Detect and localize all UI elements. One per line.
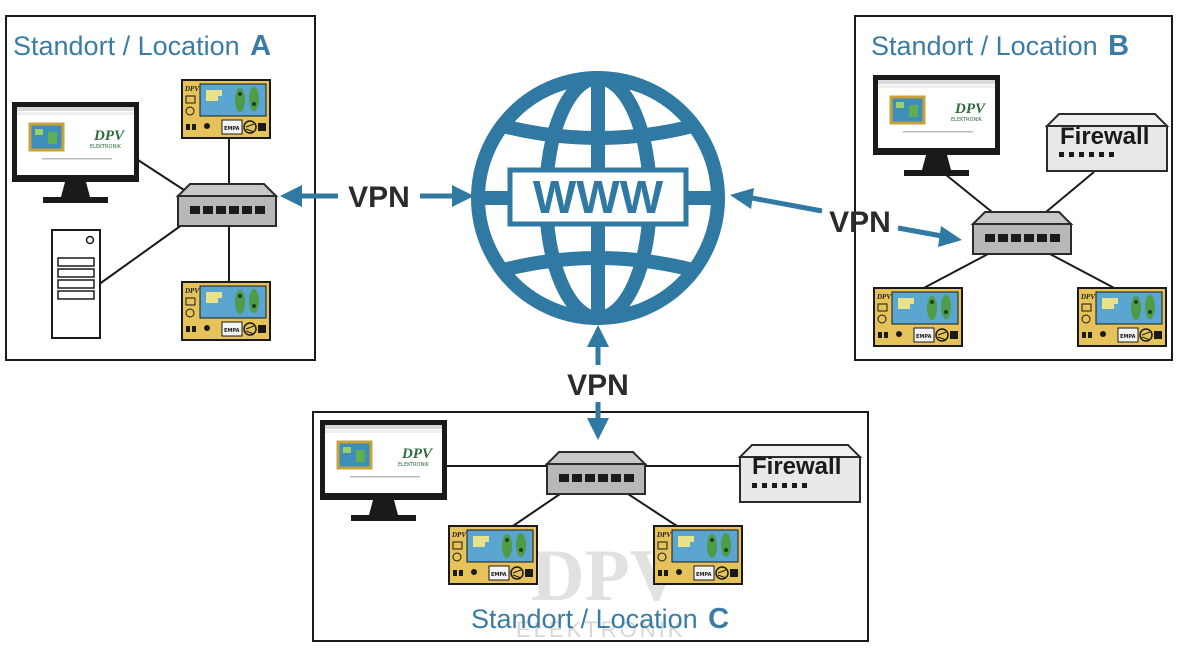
vpn-label-c: VPN bbox=[567, 369, 629, 402]
location-b: Standort / Location B Firewall bbox=[854, 15, 1173, 361]
vpn-link-c: VPN bbox=[567, 325, 629, 440]
location-c-frame bbox=[312, 411, 869, 642]
location-a-links bbox=[97, 138, 230, 286]
www-label: WWW bbox=[533, 171, 664, 223]
control-panel-c-right bbox=[653, 525, 743, 585]
location-b-links bbox=[919, 169, 1119, 291]
control-panel-c-left bbox=[448, 525, 538, 585]
vpn-label-b: VPN bbox=[829, 206, 891, 239]
firewall-c-label: Firewall bbox=[752, 453, 841, 480]
location-b-title: Standort / Location B bbox=[871, 30, 1129, 62]
vpn-link-a: VPN bbox=[280, 181, 474, 214]
control-panel-a-bottom bbox=[181, 281, 271, 341]
firewall-b-label: Firewall bbox=[1060, 123, 1149, 150]
monitor-a bbox=[10, 100, 141, 205]
server-a bbox=[51, 229, 101, 339]
switch-a bbox=[177, 183, 277, 227]
location-c: Standort / Location C Firewall bbox=[312, 411, 869, 642]
vpn-label-a: VPN bbox=[348, 181, 410, 214]
location-a: Standort / Location A bbox=[5, 15, 316, 361]
monitor-c bbox=[318, 418, 449, 523]
location-a-title: Standort / Location A bbox=[13, 30, 271, 62]
vpn-link-b: VPN bbox=[730, 188, 962, 247]
control-panel-a-top bbox=[181, 79, 271, 139]
watermark-sub: ELEKTRONIK bbox=[516, 617, 685, 642]
control-panel-b-right bbox=[1077, 287, 1167, 347]
switch-c bbox=[546, 451, 646, 495]
control-panel-b-left bbox=[873, 287, 963, 347]
location-a-frame bbox=[5, 15, 316, 361]
www-box bbox=[507, 167, 689, 227]
location-c-title: Standort / Location C bbox=[471, 603, 729, 635]
monitor-b bbox=[871, 73, 1002, 178]
switch-b bbox=[972, 211, 1072, 255]
location-b-frame bbox=[854, 15, 1173, 361]
location-c-links bbox=[447, 465, 740, 529]
